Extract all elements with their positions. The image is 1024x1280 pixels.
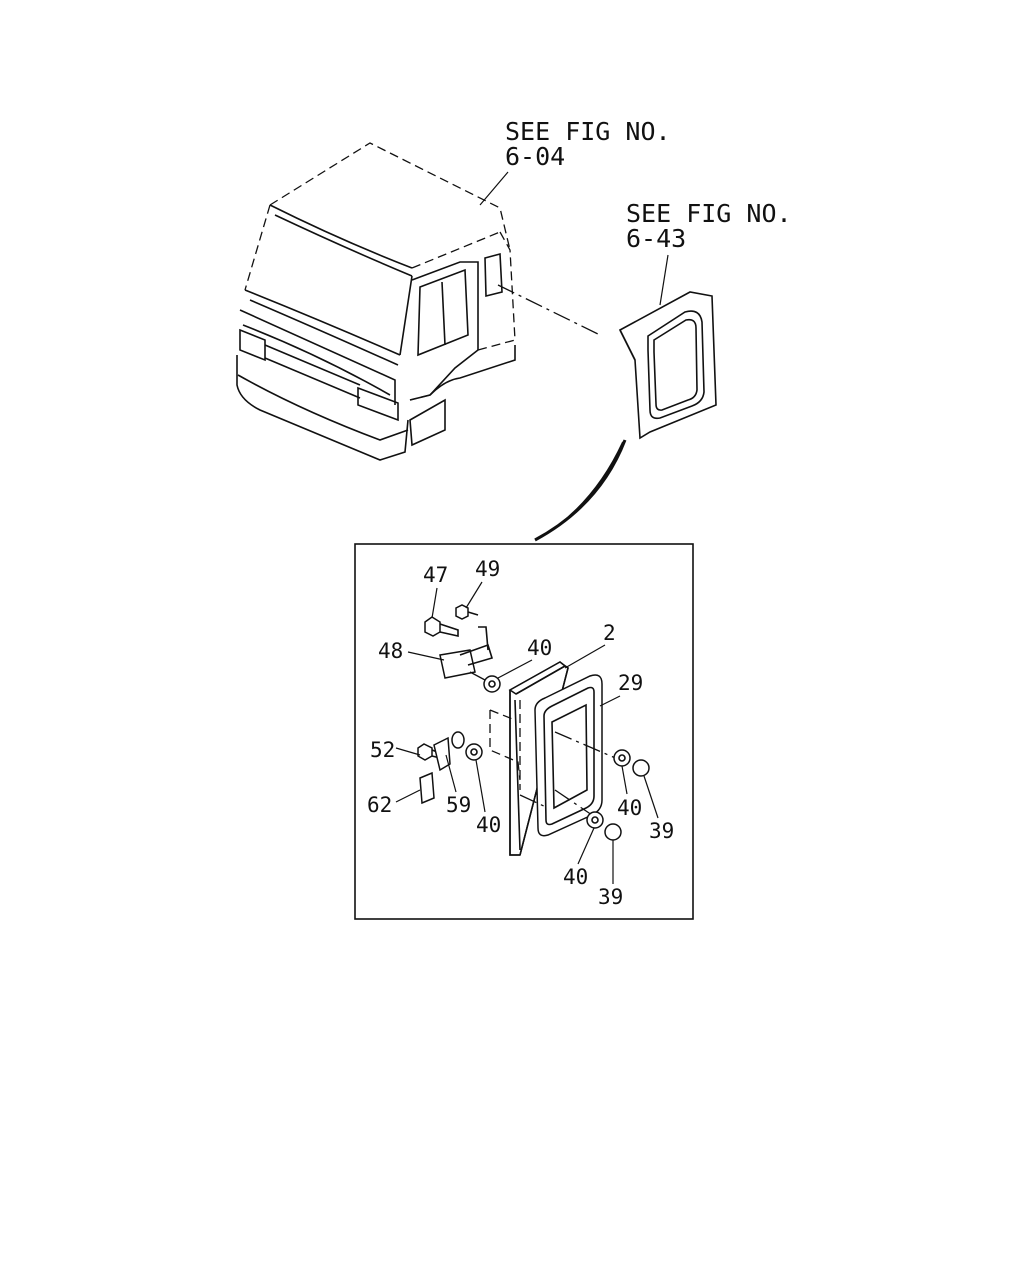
window-frame xyxy=(534,674,603,837)
label-62: 62 xyxy=(367,793,392,817)
label-39-bottom: 39 xyxy=(598,885,623,909)
truck-cab-drawing xyxy=(236,142,516,461)
grommet-40-bottom xyxy=(586,811,604,829)
plug-39-right xyxy=(632,759,650,777)
label-39-right: 39 xyxy=(649,819,674,843)
panel-reference-leader xyxy=(659,254,669,306)
plug-39-bottom xyxy=(604,823,622,841)
grommet-40-top xyxy=(483,675,501,693)
panel-reference-line2: 6-43 xyxy=(626,224,686,253)
cab-reference-line1: SEE FIG NO. xyxy=(505,117,671,146)
bolt-47 xyxy=(424,616,459,637)
clip-62 xyxy=(419,771,435,805)
panel-reference-line1: SEE FIG NO. xyxy=(626,199,792,228)
label-2: 2 xyxy=(603,621,616,645)
label-40-bottom: 40 xyxy=(563,865,588,889)
label-52: 52 xyxy=(370,738,395,762)
cab-reference-leader xyxy=(479,171,509,206)
panel-location-line xyxy=(497,284,601,336)
label-40-right: 40 xyxy=(617,796,642,820)
label-59: 59 xyxy=(446,793,471,817)
grommet-40-right xyxy=(613,749,631,767)
label-49: 49 xyxy=(475,557,500,581)
label-47: 47 xyxy=(423,563,448,587)
label-29: 29 xyxy=(618,671,643,695)
detail-callout-arrow-fill xyxy=(535,440,625,540)
label-40-left: 40 xyxy=(476,813,501,837)
clip-59 xyxy=(433,731,465,772)
bolt-49 xyxy=(455,604,479,620)
mounting-outline xyxy=(489,709,521,781)
upper-bracket xyxy=(439,626,494,679)
label-40-top: 40 xyxy=(527,636,552,660)
rear-side-panel-drawing xyxy=(618,291,717,440)
detail-callout-arrow xyxy=(534,439,627,542)
grommet-40-left xyxy=(465,743,483,761)
label-48: 48 xyxy=(378,639,403,663)
cab-reference-line2: 6-04 xyxy=(505,142,565,171)
detail-frame xyxy=(354,543,694,920)
